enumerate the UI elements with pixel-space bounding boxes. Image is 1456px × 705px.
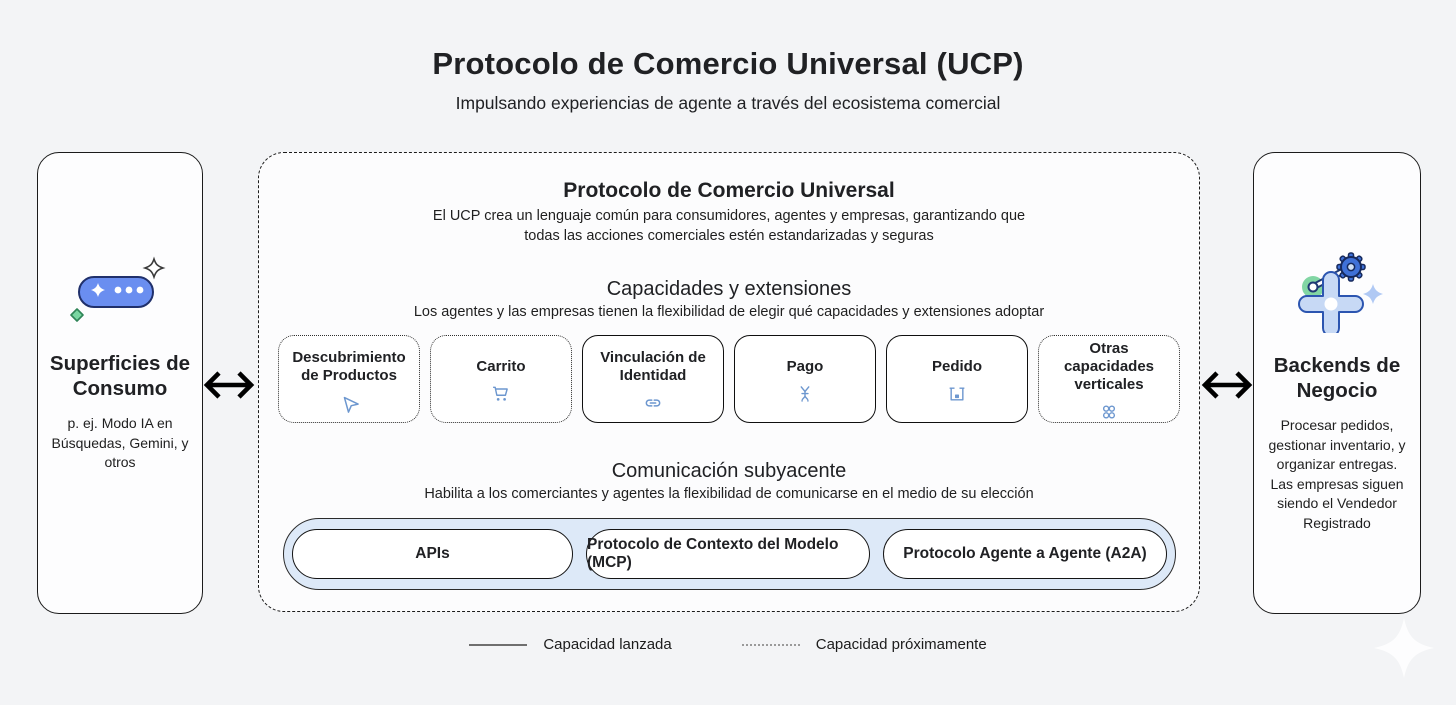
capability-order: Pedido [886, 335, 1028, 423]
ucp-panel-description: El UCP crea un lenguaje común para consu… [432, 208, 1026, 244]
capability-other-verticals: Otras capacidades verticales [1038, 335, 1180, 423]
comm-pill-a2a: Protocolo Agente a Agente (A2A) [883, 529, 1167, 579]
communication-section-description: Habilita a los comerciantes y agentes la… [424, 486, 1034, 502]
business-backends-panel: Backends de Negocio Procesar pedidos, ge… [1253, 152, 1421, 614]
capability-product-discovery: Descubrimiento de Productos [278, 335, 420, 423]
capability-label: Carrito [476, 357, 526, 375]
comm-pill-apis: APIs [292, 529, 573, 579]
legend-solid-line-icon [469, 643, 528, 646]
page-subtitle: Impulsando experiencias de agente a trav… [455, 93, 1001, 113]
capability-label: Otras capacidades verticales [1063, 340, 1155, 393]
legend-dotted-line-icon [741, 643, 800, 646]
legend: Capacidad lanzada Capacidad próximamente [0, 636, 1456, 653]
right-panel-title: Backends de Negocio [1273, 354, 1401, 402]
page-title: Protocolo de Comercio Universal (UCP) [432, 46, 1024, 81]
link-icon [643, 392, 663, 414]
send-icon [339, 392, 359, 414]
left-panel-description: p. ej. Modo IA en Búsquedas, Gemini, y o… [51, 415, 189, 471]
cart-icon [491, 383, 511, 405]
sparkle-watermark-icon [1372, 616, 1436, 680]
grid-icon [1099, 401, 1119, 422]
capabilities-section-description: Los agentes y las empresas tienen la fle… [413, 304, 1045, 320]
consumption-surfaces-panel: Superficies de Consumo p. ej. Modo IA en… [37, 152, 203, 614]
legend-launched-label: Capacidad lanzada [543, 636, 672, 653]
capability-label: Pedido [931, 357, 982, 375]
left-double-arrow-icon [202, 367, 256, 403]
capability-payment: Pago [734, 335, 876, 423]
capability-label: Pago [786, 357, 824, 375]
right-panel-description: Procesar pedidos, gestionar inventario, … [1268, 417, 1406, 531]
payment-icon [795, 383, 815, 405]
gears-icon [1285, 241, 1389, 333]
ucp-panel-title: Protocolo de Comercio Universal [563, 179, 895, 202]
legend-upcoming-label: Capacidad próximamente [815, 636, 987, 653]
capabilities-section-title: Capacidades y extensiones [606, 278, 852, 300]
capability-label: Descubrimiento de Productos [292, 348, 406, 384]
capability-cart: Carrito [430, 335, 572, 423]
communication-section-title: Comunicación subyacente [611, 460, 847, 482]
ucp-protocol-panel: Protocolo de Comercio Universal El UCP c… [258, 152, 1200, 612]
capability-identity-linking: Vinculación de Identidad [582, 335, 724, 423]
right-double-arrow-icon [1200, 367, 1254, 403]
capabilities-row: Descubrimiento de Productos Carrito [259, 335, 1199, 423]
left-panel-title: Superficies de Consumo [49, 352, 191, 400]
comm-pill-mcp: Protocolo de Contexto del Modelo (MCP) [586, 529, 870, 579]
capability-label: Vinculación de Identidad [600, 348, 706, 384]
order-box-icon [947, 383, 967, 405]
ai-chat-pill-icon [65, 253, 175, 323]
communication-bar: APIs Protocolo de Contexto del Modelo (M… [283, 518, 1176, 590]
